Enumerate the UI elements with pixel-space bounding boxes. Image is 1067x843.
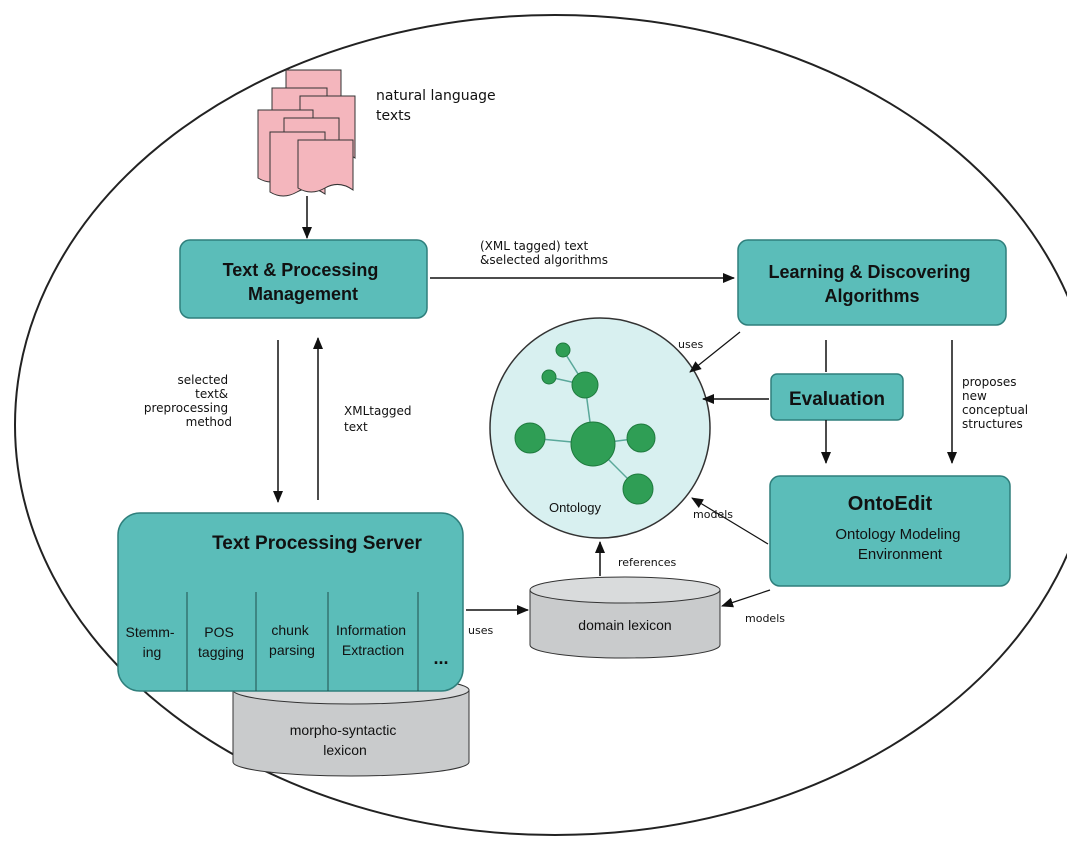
morpho-syntactic-lexicon-label: morpho-syntactic lexicon: [290, 722, 400, 758]
text-processing-server-box: [117, 512, 464, 692]
ontology-nodes: [514, 342, 656, 505]
uses-label-top: uses: [678, 338, 703, 351]
domain-lexicon-cylinder: [529, 576, 721, 659]
ontoedit-title: OntoEdit: [848, 493, 933, 515]
references-label: references: [618, 556, 677, 569]
models-label-left: models: [693, 508, 733, 521]
documents-icon: [257, 69, 356, 197]
models-label-right: models: [745, 612, 785, 625]
proposes-label: proposes new conceptual structures: [962, 375, 1032, 431]
evaluation-title: Evaluation: [789, 389, 885, 410]
domain-lexicon-label: domain lexicon: [578, 617, 671, 633]
text-processing-management-box: [179, 239, 428, 319]
learning-discovering-title: Learning & Discovering Algorithms: [768, 262, 975, 306]
server-column-chunk-parsing: chunk parsing: [269, 622, 315, 658]
server-column-more: ...: [433, 648, 448, 668]
ontology-label: Ontology: [549, 500, 602, 515]
learning-discovering-box: [737, 239, 1007, 326]
natural-language-texts-label: natural language texts: [376, 88, 500, 124]
xml-tagged-text-label-side: XMLtagged text: [344, 404, 415, 434]
server-column-dividers: [186, 592, 419, 691]
server-column-information-extraction: Information Extraction: [336, 622, 410, 658]
xml-tagged-text-label-top: (XML tagged) text &selected algorithms: [480, 239, 608, 267]
ontoedit-subtitle: Ontology Modeling Environment: [835, 526, 964, 563]
ontoedit-box: [769, 475, 1011, 587]
selected-text-method-label: selected text& preprocessing method: [144, 373, 232, 429]
evaluation-box: [770, 373, 904, 421]
server-column-pos-tagging: POS tagging: [198, 624, 244, 660]
text-processing-management-title: Text & Processing Management: [223, 260, 384, 304]
uses-label-bottom: uses: [468, 624, 493, 637]
server-column-stemming: Stemm- ing: [126, 624, 179, 660]
text-processing-server-title: Text Processing Server: [212, 533, 422, 554]
